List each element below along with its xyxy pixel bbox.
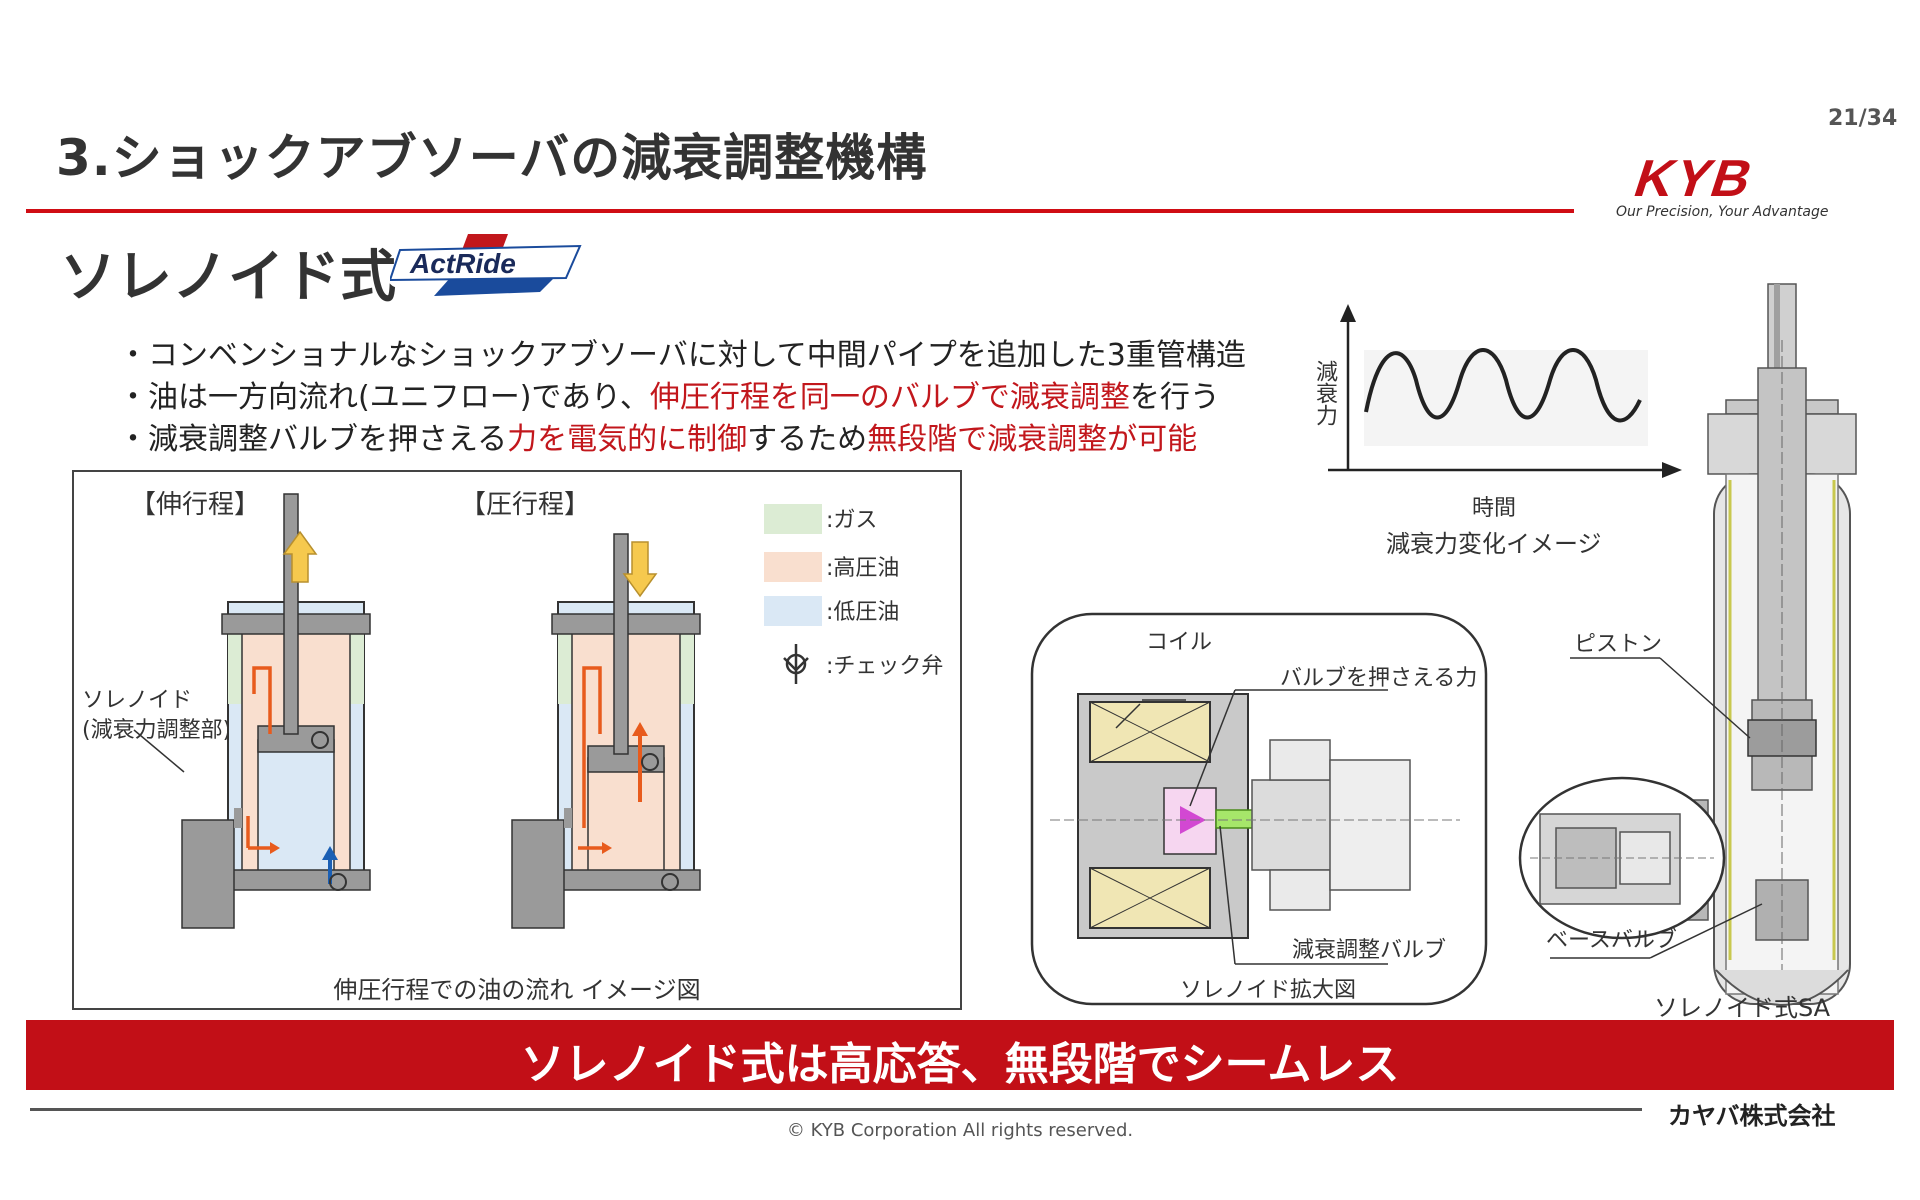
bullet-3-highlight-2: 無段階で減衰調整が可能 — [867, 422, 1198, 457]
compression-cylinder — [511, 533, 701, 929]
kyb-logo-mark: KYB — [1627, 150, 1761, 208]
flow-diagram-caption: 伸圧行程での油の流れ イメージ図 — [333, 976, 701, 1004]
actride-logo: ActRide — [388, 228, 590, 308]
key-message-banner: ソレノイド式は高応答、無段階でシームレス — [26, 1020, 1894, 1090]
banner-text: ソレノイド式は高応答、無段階でシームレス — [520, 1039, 1400, 1090]
actride-badge-text: ActRide — [409, 248, 516, 279]
legend-high-pressure-label: :高圧油 — [826, 556, 900, 581]
legend-gas-label: :ガス — [826, 508, 878, 533]
legend-low-pressure-swatch — [764, 596, 822, 626]
damping-wave-line — [1364, 348, 1642, 423]
kyb-logo: KYB Our Precision, Your Advantage — [1612, 150, 1852, 230]
bullet-2-highlight: 伸圧行程を同一のバルブで減衰調整 — [649, 380, 1130, 415]
bullet-1-text: ・コンベンショナルなショックアブソーバに対して中間パイプを追加した3重管構造 — [118, 338, 1246, 373]
solenoid-leader-line — [133, 729, 185, 773]
section-subtitle: ソレノイド式 — [60, 245, 396, 310]
bullet-3-text-b: するため — [747, 422, 868, 457]
solenoid-sa-caption: ソレノイド式SA — [1654, 994, 1831, 1022]
bullet-1: ・コンベンショナルなショックアブソーバに対して中間パイプを追加した3重管構造 — [118, 330, 1246, 374]
copyright-notice: © KYB Corporation All rights reserved. — [786, 1120, 1134, 1141]
valve-force-label: バルブを押さえる力 — [1280, 666, 1478, 691]
legend-gas-swatch — [764, 504, 822, 534]
footer-divider — [30, 1108, 1642, 1111]
graph-y-label: 減衰力 — [1312, 360, 1337, 426]
legend-low-pressure-label: :低圧油 — [826, 600, 900, 625]
damping-force-graph: 減衰力 時間 減衰力変化イメージ — [1300, 300, 1700, 570]
shock-absorber-section: ピストン ベースバルブ ソレノイド式SA — [1500, 280, 1900, 1022]
coil-label: コイル — [1146, 630, 1213, 655]
oil-flow-diagram: 【伸行程】 【圧行程】 ソレノイド (減衰力調整部) 伸圧行程での油の流れ イメ… — [72, 470, 962, 1010]
compression-stroke-label: 【圧行程】 — [460, 490, 591, 520]
solenoid-sub-label: (減衰力調整部) — [82, 718, 232, 743]
bullet-3-text-a: ・減衰調整バルブを押さえる — [118, 422, 508, 457]
piston-label: ピストン — [1574, 632, 1663, 657]
graph-x-label: 時間 — [1472, 496, 1517, 521]
bullet-3-highlight-1: 力を電気的に制御 — [507, 422, 748, 457]
logo-tagline: Our Precision, Your Advantage — [1616, 204, 1829, 220]
damping-valve-label: 減衰調整バルブ — [1292, 938, 1447, 963]
legend-check-valve-label: :チェック弁 — [826, 654, 944, 679]
page-number: 21/34 — [1828, 106, 1898, 131]
solenoid-closeup: コイル バルブを押さえる力 減衰調整バルブ ソレノイド拡大図 — [1030, 610, 1490, 1010]
extension-cylinder — [181, 493, 371, 929]
check-valve-icon — [783, 644, 809, 684]
extension-stroke-label: 【伸行程】 — [130, 490, 261, 520]
closeup-caption: ソレノイド拡大図 — [1180, 978, 1357, 1003]
bullet-3: ・減衰調整バルブを押さえる力を電気的に制御するため無段階で減衰調整が可能 — [118, 414, 1197, 458]
page-title: 3.ショックアブソーバの減衰調整機構 — [56, 129, 928, 187]
title-divider — [26, 209, 1574, 213]
company-name: カヤバ株式会社 — [1668, 1102, 1836, 1130]
bullet-2-text-b: を行う — [1129, 380, 1220, 415]
bullet-2-text-a: ・油は一方向流れ(ユニフロー)であり、 — [118, 380, 650, 415]
solenoid-label: ソレノイド — [82, 688, 193, 713]
kyb-logo-text: KYB — [1627, 150, 1761, 206]
graph-caption: 減衰力変化イメージ — [1386, 530, 1602, 558]
legend-high-pressure-swatch — [764, 552, 822, 582]
bullet-2: ・油は一方向流れ(ユニフロー)であり、伸圧行程を同一のバルブで減衰調整を行う — [118, 372, 1220, 416]
base-valve-label: ベースバルブ — [1546, 928, 1677, 953]
